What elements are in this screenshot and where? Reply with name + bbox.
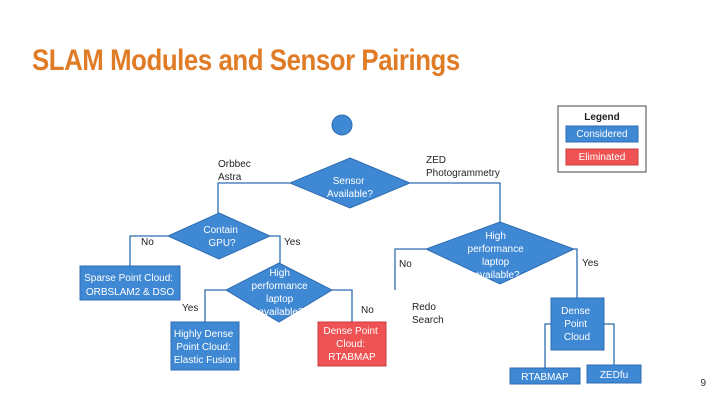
label-left-yes: Yes: [182, 303, 198, 314]
page-number: 9: [700, 378, 706, 389]
legend-title: Legend: [584, 112, 620, 123]
label-gpu-yes: Yes: [284, 237, 300, 248]
svg-text:Sensor Available?: Sensor Available?: [327, 176, 373, 200]
box-dense-rtabmap-eliminated: Dense Point Cloud: RTABMAP: [317, 321, 387, 367]
line-orbbec: [217, 182, 290, 213]
box-highly-dense: Highly Dense Point Cloud: Elastic Fusion: [170, 321, 240, 371]
svg-text:Contain GPU?: Contain GPU?: [203, 225, 240, 249]
edge-labels: Orbbec Astra ZED Photogrammetry No Yes Y…: [141, 155, 598, 326]
decision-high-perf-left: High performance laptop available?: [224, 262, 334, 323]
svg-text:Dense Point Cloud: Dense Point Cloud: [561, 306, 593, 343]
label-left-no: No: [361, 305, 374, 316]
decision-high-perf-right: High performance laptop available?: [424, 221, 576, 285]
svg-text:Sparse Point Cloud: ORBS: Sparse Point Cloud: ORBSLAM2 & DSO: [84, 273, 176, 298]
line-right-yes: [574, 248, 578, 298]
label-orbbec: Orbbec Astra: [218, 159, 254, 183]
svg-text:Highly Dense Point Cloud: Highly Dense Point Cloud: Elastic Fusion: [174, 329, 236, 366]
line-gpu-no: [129, 235, 168, 266]
svg-text:ZEDfu: ZEDfu: [600, 370, 628, 381]
legend-considered-swatch: [565, 125, 639, 143]
legend-eliminated-label: Eliminated: [579, 152, 626, 163]
label-gpu-no: No: [141, 237, 154, 248]
decision-contain-gpu: Contain GPU?: [166, 212, 272, 260]
line-right-no: [394, 248, 426, 290]
legend: Legend Considered Eliminated: [557, 105, 647, 173]
box-zedfu: ZEDfu: [586, 364, 642, 384]
svg-text:RTABMAP: RTABMAP: [521, 372, 569, 383]
line-dense-zedfu: [604, 323, 615, 365]
label-redo-search: Redo Search: [412, 302, 444, 326]
svg-text:Dense Point Cloud:: Dense Point Cloud: RTABMAP: [323, 326, 380, 363]
svg-text:High performance l: High performance laptop available?: [468, 231, 527, 281]
line-zed: [410, 182, 501, 222]
slide-title: SLAM Modules and Sensor Pairings: [32, 44, 460, 77]
label-right-no: No: [399, 259, 412, 270]
line-gpu-yes: [270, 235, 281, 263]
legend-eliminated-swatch: [565, 148, 639, 166]
svg-text:High performance l: High performance laptop available?: [252, 268, 311, 318]
line-left-no: [332, 289, 353, 322]
label-right-yes: Yes: [582, 258, 598, 269]
box-rtabmap: RTABMAP: [509, 367, 581, 385]
decision-sensor-available: Sensor Available?: [288, 157, 412, 209]
start-node: [331, 114, 353, 136]
box-dense-point-cloud: Dense Point Cloud: [550, 297, 605, 351]
legend-considered-label: Considered: [576, 129, 627, 140]
line-dense-rtabmap: [544, 323, 551, 368]
box-sparse-point-cloud: Sparse Point Cloud: ORBSLAM2 & DSO: [79, 265, 181, 301]
line-left-yes: [204, 289, 226, 322]
label-zed: ZED Photogrammetry: [426, 155, 500, 179]
